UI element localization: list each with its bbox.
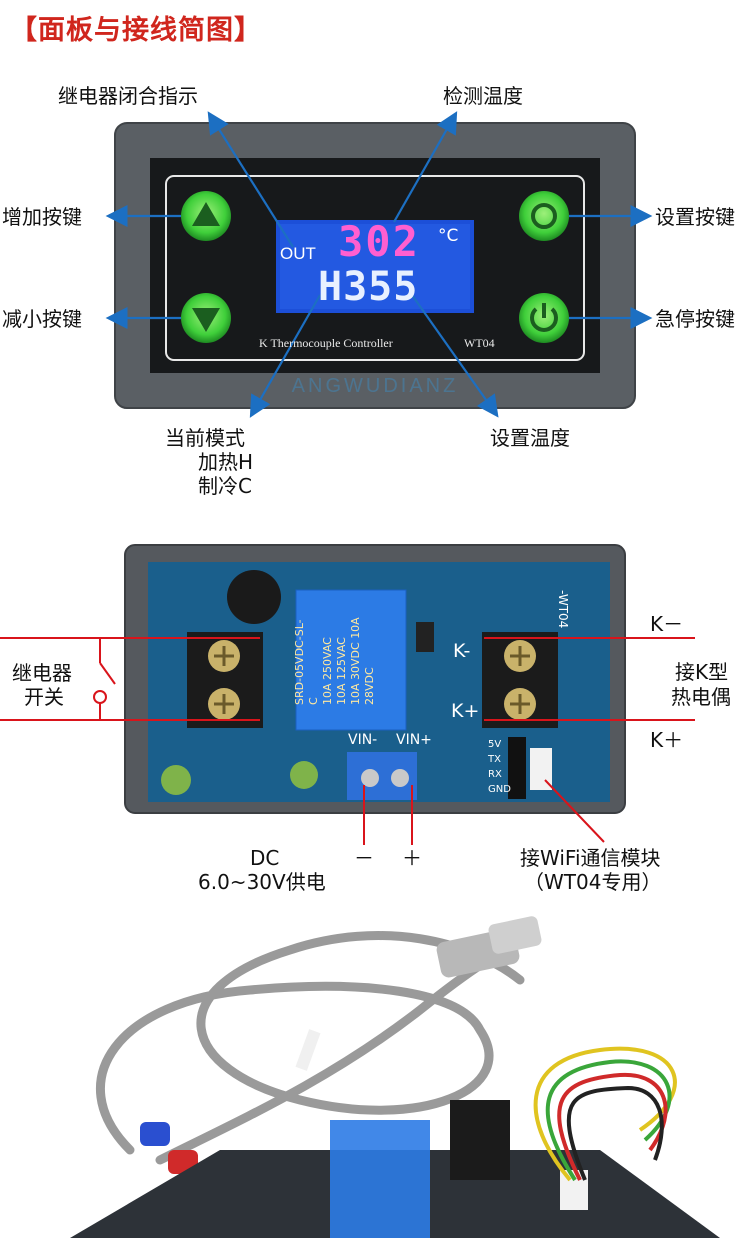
callout-thermocouple-line1: 接K型 (675, 660, 729, 684)
rear-terminal (450, 1100, 510, 1180)
callout-k-minus: K－ (650, 612, 684, 636)
callout-dc-line2: 6.0~30V供电 (198, 870, 326, 894)
relay (295, 589, 407, 731)
model-code: WT04 (464, 336, 495, 350)
lcd-unit: °C (438, 226, 459, 246)
board-diagram (0, 544, 695, 845)
callout-set-key: 设置按键 (655, 205, 735, 229)
callout-wifi-line2: （WT04专用） (524, 870, 662, 894)
callout-detect-temp: 检测温度 (443, 84, 523, 108)
lcd-setpoint-readout: H355 (318, 264, 419, 310)
diode (416, 622, 434, 652)
rear-relay (330, 1120, 430, 1238)
callout-wifi-line1: 接WiFi通信模块 (520, 846, 661, 870)
callout-relay-indicator: 继电器闭合指示 (58, 84, 198, 108)
up-button (181, 191, 231, 241)
estop-button (519, 293, 569, 343)
callout-estop-key: 急停按键 (655, 307, 735, 331)
callout-k-plus: K＋ (650, 728, 684, 752)
watermark: ANGWUDIANZ (292, 375, 459, 397)
wifi-connector (530, 748, 552, 790)
set-button (519, 191, 569, 241)
capacitor (290, 761, 318, 789)
callout-dc-line1: DC (250, 846, 280, 870)
lcd-out-label: OUT (280, 244, 316, 263)
silk-k-minus: K- (453, 640, 471, 662)
callout-minus: － (354, 846, 374, 870)
callout-mode-line3: 制冷C (198, 474, 252, 498)
silk-vin-minus: VIN- (348, 732, 378, 748)
callout-down-key: 减小按键 (2, 307, 82, 331)
silk-pin-rx: RX (488, 769, 502, 780)
silk-pin-5v: 5V (488, 739, 502, 750)
down-button (181, 293, 231, 343)
panel-diagram: ANGWUDIANZ (105, 111, 653, 418)
panel-frame-line (165, 175, 585, 361)
callout-mode-line2: 加热H (198, 450, 254, 474)
silk-pin-tx: TX (488, 754, 501, 765)
lcd-temp-readout: 302 (338, 217, 420, 266)
silk-pin-labels: 5V TX RX GND (488, 737, 511, 797)
silk-k-plus: K+ (451, 700, 480, 722)
callout-set-temp: 设置温度 (490, 426, 570, 450)
silk-vin-plus: VIN+ (396, 732, 432, 748)
cable-tie (295, 1029, 321, 1071)
callout-mode-line1: 当前模式 (165, 426, 245, 450)
callout-plus: ＋ (402, 846, 422, 870)
callout-thermocouple-line2: 热电偶 (671, 685, 731, 709)
page-title: 【面板与接线简图】 (10, 15, 262, 46)
blue-lug (140, 1122, 170, 1146)
callout-up-key: 增加按键 (2, 205, 82, 229)
silk-pin-gnd: GND (488, 784, 511, 795)
capacitor (161, 765, 191, 795)
model-text: K Thermocouple Controller (259, 336, 393, 350)
wifi-header (508, 737, 526, 799)
callout-relay-switch-line1: 继电器 (12, 661, 72, 685)
callout-relay-switch-line2: 开关 (24, 685, 64, 709)
buzzer (227, 570, 281, 624)
